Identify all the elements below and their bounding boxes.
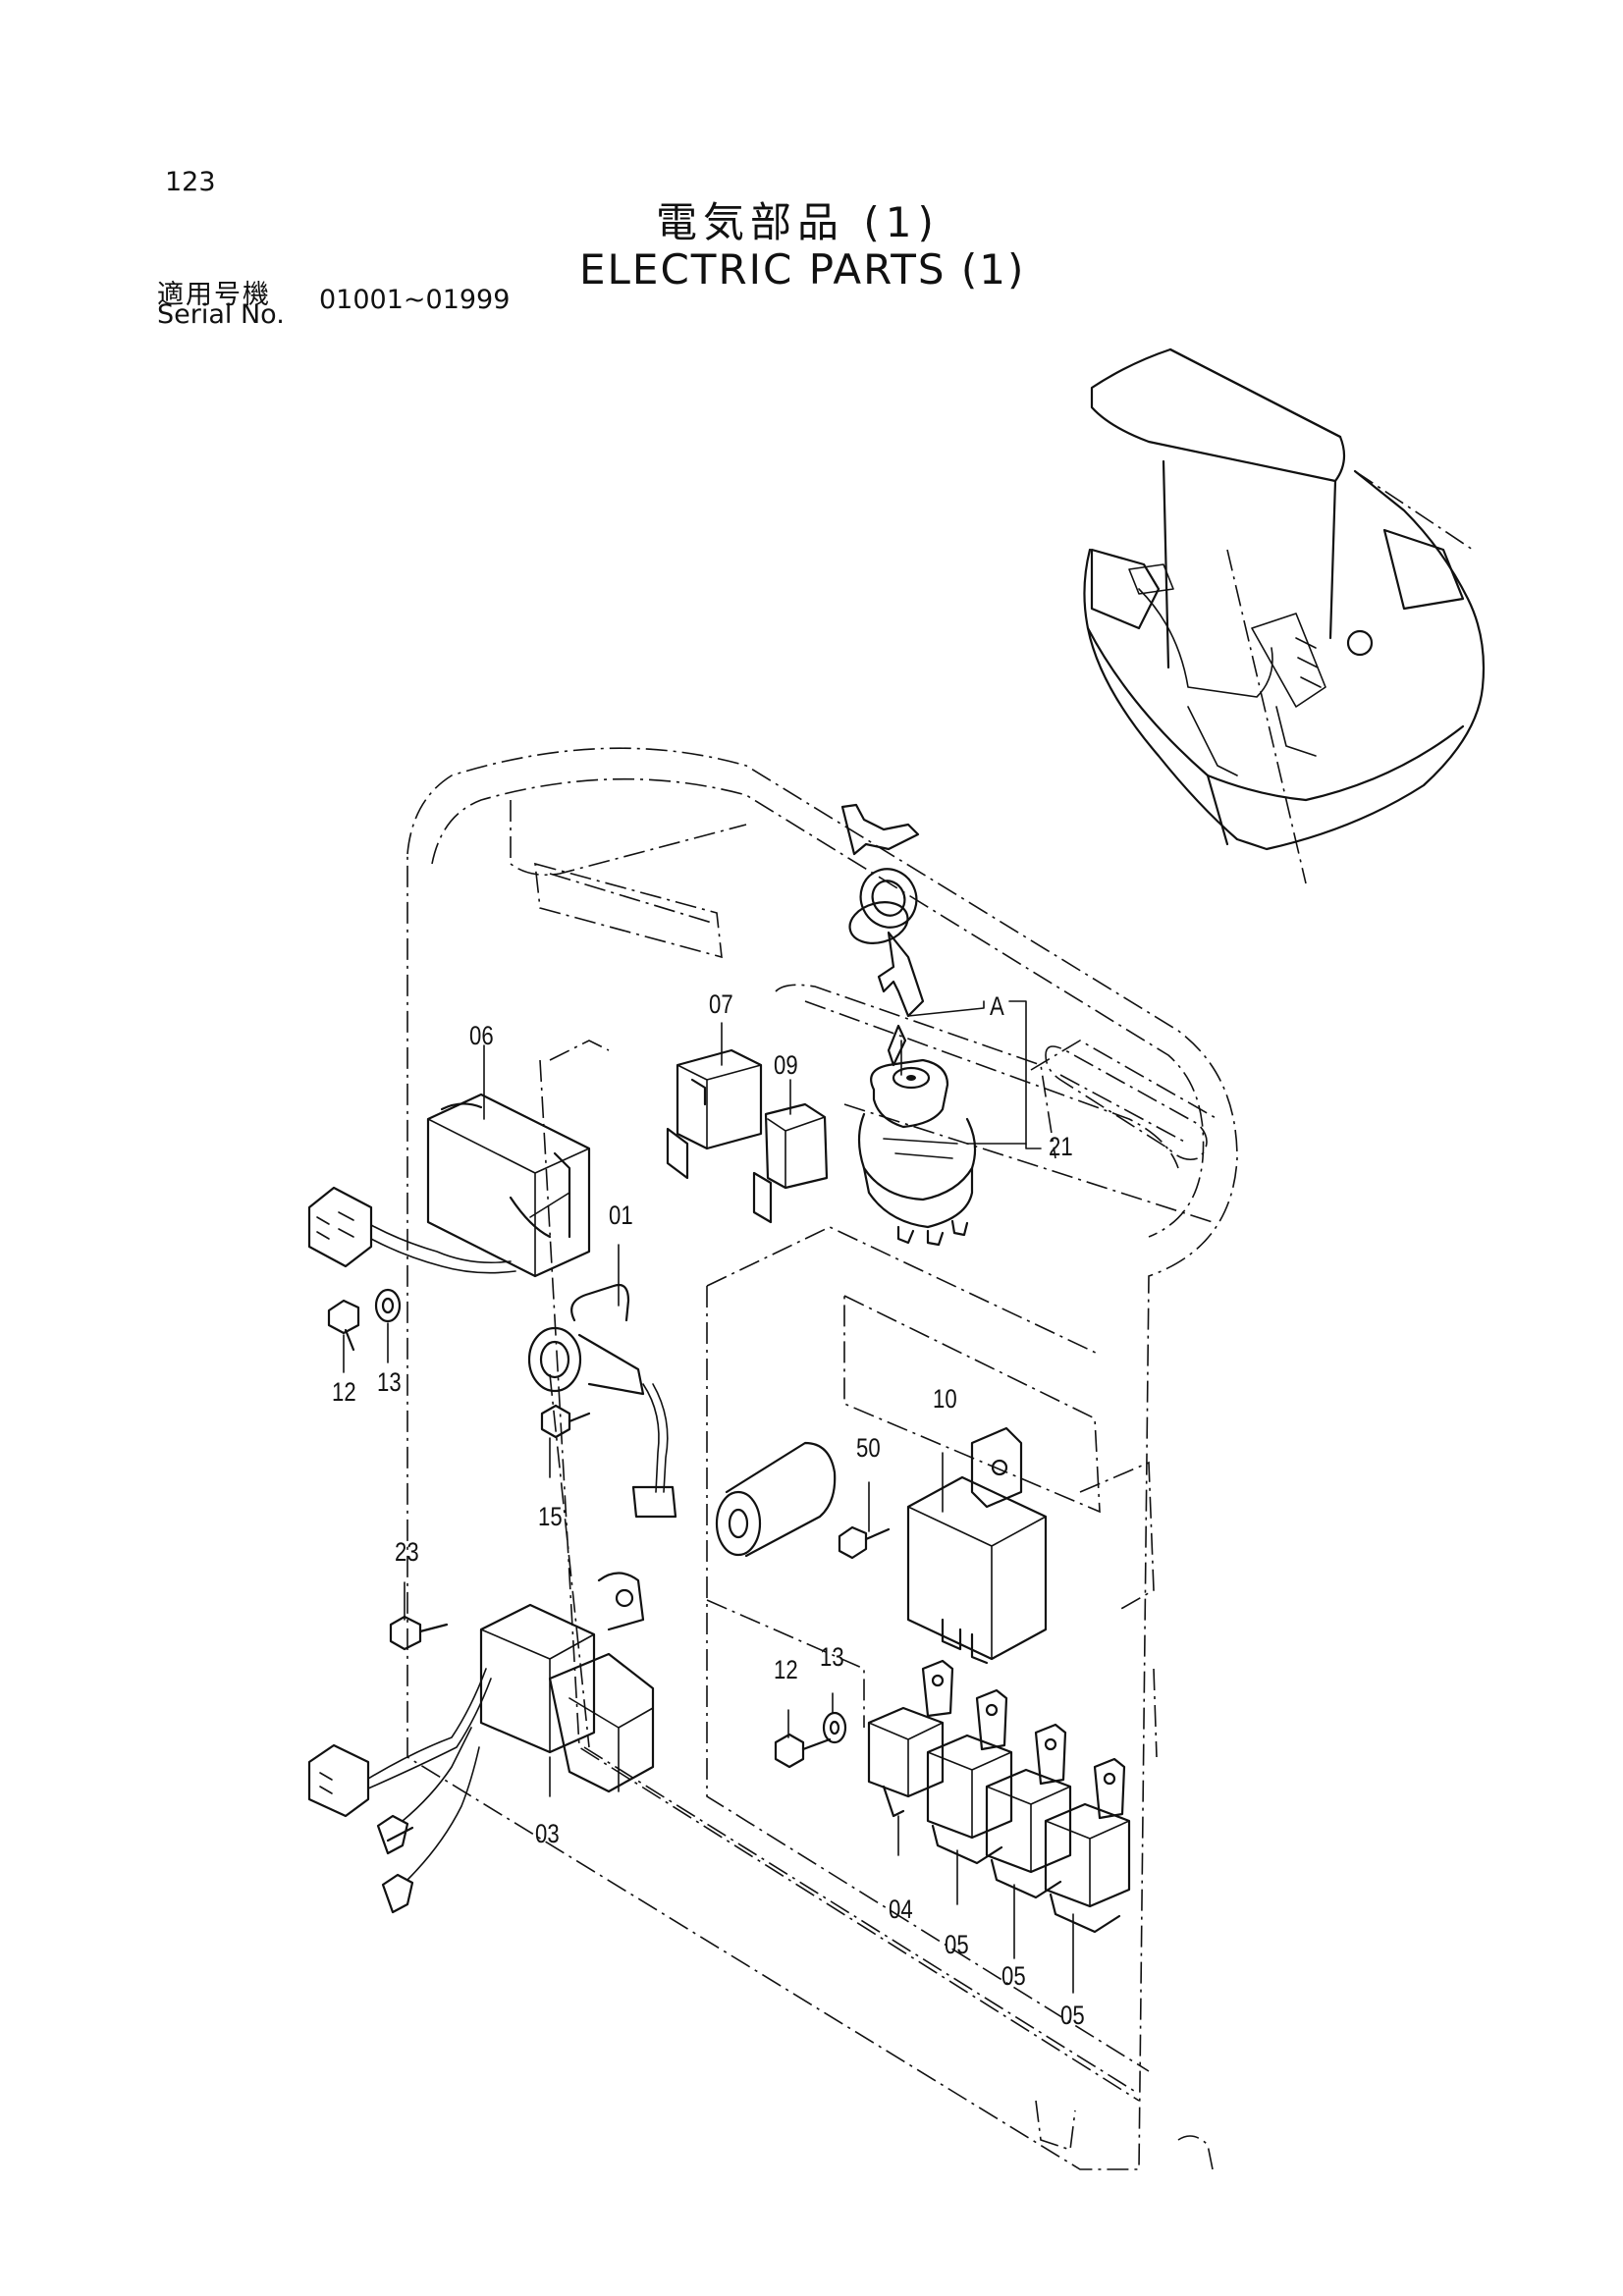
callout-13-upper: 13 <box>377 1367 402 1397</box>
bolt-23 <box>389 1615 449 1651</box>
relay-09 <box>752 1102 829 1224</box>
callout-13-lower: 13 <box>820 1642 844 1672</box>
callout-leader-lines <box>343 1000 1074 1994</box>
callout-15: 15 <box>538 1502 563 1531</box>
callout-23: 23 <box>395 1537 419 1567</box>
screw-50 <box>838 1525 891 1560</box>
callout-09: 09 <box>774 1050 798 1080</box>
callout-12-upper: 12 <box>332 1377 356 1407</box>
page-title: ELECTRIC PARTS (1) <box>579 245 1026 294</box>
connector-03-harness <box>307 1668 492 1914</box>
serial-range: 01001~01999 <box>319 285 511 315</box>
key-switch-21 <box>857 1058 977 1247</box>
page-number: 123 <box>165 167 216 197</box>
page-title-japanese: 電気部品 (1) <box>656 198 940 246</box>
buzzer-01 <box>527 1283 677 1519</box>
callout-50: 50 <box>856 1433 881 1463</box>
callout-12-lower: 12 <box>774 1655 798 1684</box>
relay-05-third <box>1044 1757 1131 1934</box>
relay-06 <box>426 1093 591 1278</box>
cab-location-inset <box>1083 347 1486 884</box>
callout-05-second: 05 <box>1001 1961 1026 1991</box>
relay-05-second <box>985 1723 1072 1899</box>
callout-07: 07 <box>709 989 733 1019</box>
spacer-cylinder <box>715 1441 837 1558</box>
screw-15 <box>540 1404 591 1439</box>
bolt-12-lower <box>774 1733 832 1769</box>
callout-05-first: 05 <box>945 1930 969 1959</box>
washer-13-lower <box>822 1711 847 1744</box>
relay-10 <box>906 1426 1048 1665</box>
ignition-keys-a <box>840 803 925 1076</box>
serial-label: Serial No. <box>157 299 285 330</box>
callout-04: 04 <box>889 1895 913 1924</box>
relay-03 <box>479 1572 655 1793</box>
callout-01: 01 <box>609 1201 633 1230</box>
callout-03: 03 <box>535 1819 560 1848</box>
callout-10: 10 <box>933 1384 957 1414</box>
bolt-12-upper <box>327 1299 360 1352</box>
callout-06: 06 <box>469 1021 494 1050</box>
washer-13-upper <box>374 1288 402 1323</box>
serial-label-japanese: 適用号機 <box>157 280 271 310</box>
console-panel-frame <box>406 747 1238 2170</box>
callout-05-third: 05 <box>1060 2001 1085 2030</box>
connector-06-harness <box>307 1186 516 1274</box>
relay-05-first <box>926 1688 1013 1865</box>
relay-04 <box>867 1659 954 1818</box>
callout-a: A <box>990 991 1004 1021</box>
relay-07 <box>666 1048 763 1180</box>
callout-21: 21 <box>1049 1132 1073 1161</box>
